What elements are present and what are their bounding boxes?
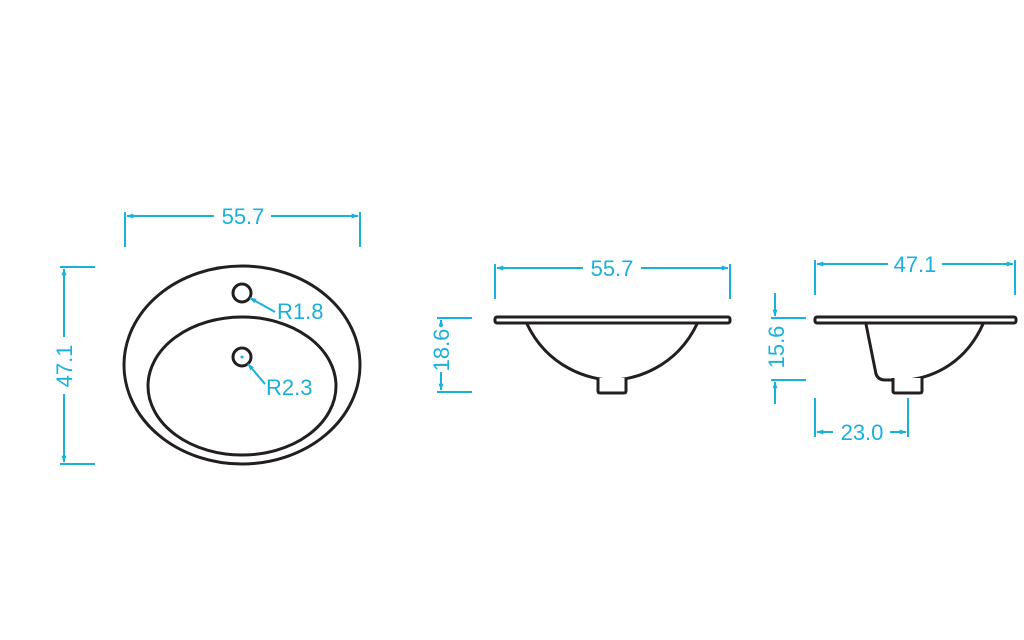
side-width-dimension: 47.1 [814,252,1016,295]
side-offset-dimension: 23.0 [814,398,909,445]
front-width-dimension: 55.7 [494,256,731,299]
top-depth-dimension: 47.1 [52,266,95,465]
drain-radius-callout: R2.3 [247,363,312,400]
side-countertop-rim [813,315,1018,325]
basin-outer-rim [122,264,362,466]
side-view: 47.1 15.6 23.0 [764,252,1018,445]
front-bowl [525,322,699,382]
side-width-label: 47.1 [894,252,937,277]
side-offset-label: 23.0 [841,420,884,445]
drain-center-mark [240,355,244,359]
side-drain-spigot [891,378,924,395]
tap-hole-radius-callout: R1.8 [249,297,323,324]
front-width-label: 55.7 [591,256,634,281]
front-height-dimension: 18.6 [429,317,472,393]
side-height-dimension: 15.6 [764,293,806,404]
front-view: 55.7 18.6 [429,256,732,395]
top-view: 55.7 47.1 R1.8 R2.3 [52,204,362,466]
front-drain-spigot [596,378,628,395]
drain-radius-label: R2.3 [266,375,312,400]
top-width-label: 55.7 [222,204,265,229]
side-bowl [864,322,985,382]
front-height-label: 18.6 [429,329,454,372]
side-height-label: 15.6 [764,326,789,369]
tap-hole-radius-label: R1.8 [277,299,323,324]
front-countertop-rim [493,315,732,325]
top-depth-label: 47.1 [52,345,77,388]
tap-hole [231,282,253,304]
basin-inner-bowl [146,315,338,457]
top-width-dimension: 55.7 [124,204,361,247]
drain-hole [231,346,253,368]
